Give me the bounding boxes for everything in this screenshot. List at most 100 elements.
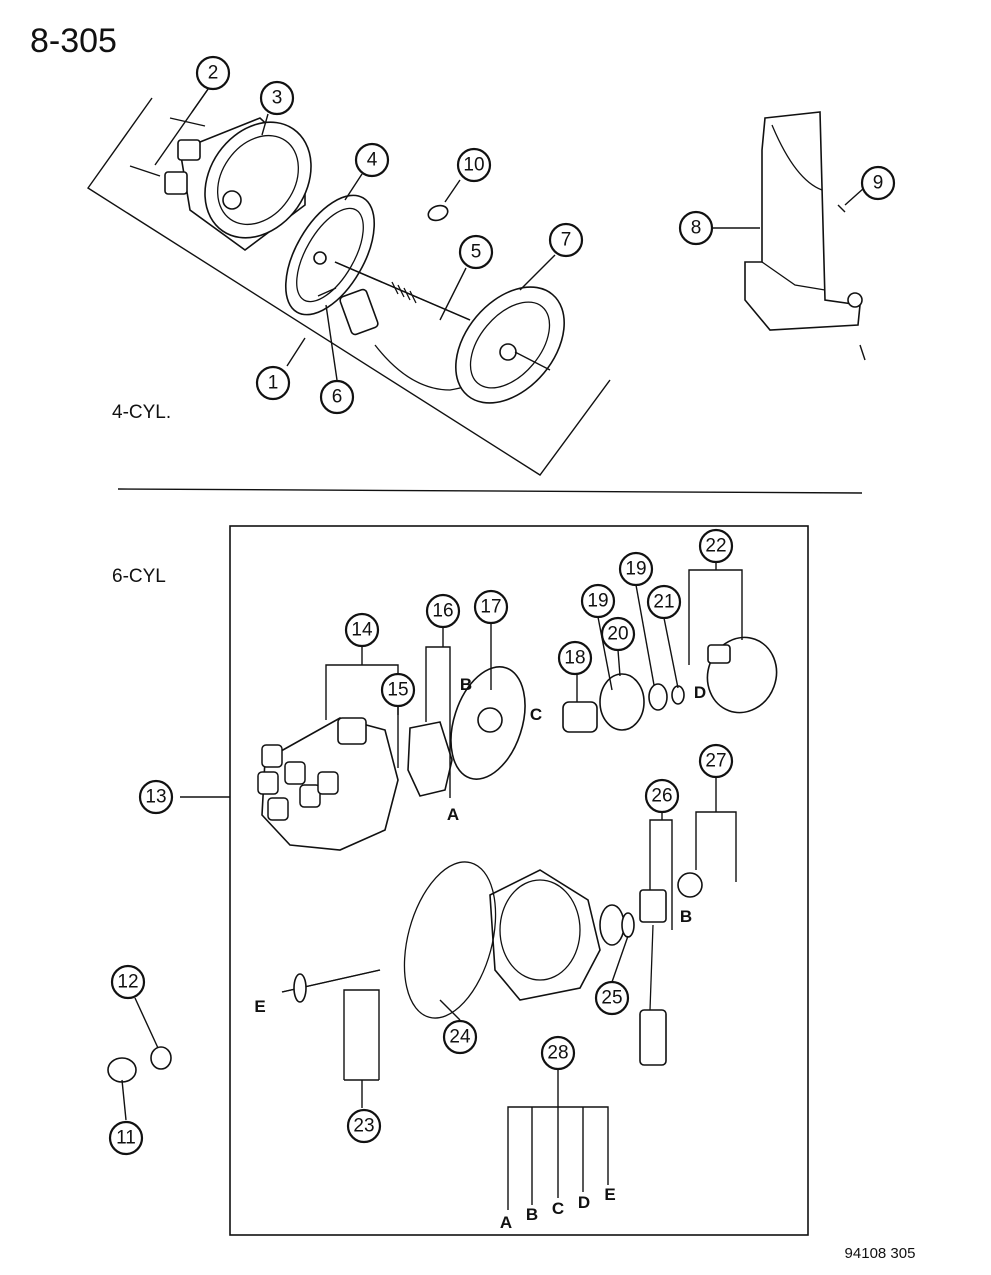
splash-shield [744, 111, 866, 361]
svg-text:8: 8 [691, 218, 702, 239]
washer-10 [427, 204, 449, 222]
svg-text:1: 1 [268, 373, 279, 394]
letter-c-legend: C [552, 1199, 564, 1218]
distributor-cap-4cyl [164, 117, 312, 251]
callout-27: 27 [698, 743, 734, 779]
callout-8: 8 [678, 210, 714, 246]
washer-12 [150, 1046, 172, 1070]
letter-b-legend: B [526, 1205, 538, 1224]
callout-14: 14 [344, 612, 380, 648]
letter-d-pickup: D [694, 683, 706, 702]
four-cyl-section: 4-CYL. [87, 81, 866, 476]
svg-text:25: 25 [601, 988, 622, 1009]
callout-18: 18 [557, 640, 593, 676]
label-6cyl: 6-CYL [112, 566, 166, 587]
callout-22: 22 [698, 528, 734, 564]
letter-b-sensor: B [680, 907, 692, 926]
six-cyl-section: 6-CYL [107, 525, 809, 1236]
svg-text:18: 18 [564, 648, 585, 669]
letter-e-legend: E [604, 1185, 615, 1204]
letter-d-legend: D [578, 1193, 590, 1212]
callout-5: 5 [458, 234, 494, 270]
svg-text:16: 16 [432, 601, 453, 622]
letter-e-shaft: E [254, 997, 265, 1016]
svg-text:9: 9 [873, 173, 884, 194]
svg-text:28: 28 [547, 1043, 568, 1064]
callout-11: 11 [108, 1120, 144, 1156]
pickup-plate [284, 194, 376, 316]
callout-12: 12 [110, 964, 146, 1000]
svg-text:4: 4 [367, 150, 378, 171]
svg-text:21: 21 [653, 592, 674, 613]
callout-25: 25 [594, 980, 630, 1016]
rotor [407, 721, 453, 797]
callout-4: 4 [354, 142, 390, 178]
callout-9: 9 [860, 165, 896, 201]
figure-number: 94108 305 [845, 1245, 916, 1262]
svg-text:14: 14 [351, 620, 373, 641]
callout-10: 10 [456, 147, 492, 183]
svg-text:2: 2 [208, 63, 219, 84]
letter-a-legend: A [500, 1213, 512, 1232]
svg-text:19: 19 [587, 591, 608, 612]
callout-20: 20 [600, 616, 636, 652]
svg-text:23: 23 [353, 1116, 374, 1137]
spacer-20 [599, 673, 645, 731]
svg-text:7: 7 [561, 230, 572, 251]
label-4cyl: 4-CYL. [112, 402, 171, 423]
svg-text:20: 20 [607, 624, 628, 645]
distributor-housing-4cyl [455, 286, 565, 404]
callout-7: 7 [548, 222, 584, 258]
page-ref: 8-305 [30, 22, 117, 60]
callout-2: 2 [195, 55, 231, 91]
connection-letters: A B C D E B B D A C E [254, 675, 706, 1232]
letter-a-rotor: A [447, 805, 459, 824]
callout-17: 17 [473, 589, 509, 625]
callout-19-a: 19 [580, 583, 616, 619]
tone-wheel [677, 872, 703, 898]
camshaft-sensor [639, 889, 667, 1066]
washer-21 [671, 685, 685, 705]
hall-plate [450, 666, 526, 780]
callout-26: 26 [644, 778, 680, 814]
o-ring [403, 861, 497, 1019]
callout-19-b: 19 [618, 551, 654, 587]
svg-text:24: 24 [449, 1027, 471, 1048]
svg-text:12: 12 [117, 972, 138, 993]
distributor-cap-6cyl [257, 717, 399, 851]
distributor-shaft [334, 261, 471, 321]
svg-text:13: 13 [145, 787, 166, 808]
callout-23: 23 [346, 1108, 382, 1144]
callout-24: 24 [442, 1019, 478, 1055]
callout-13: 13 [138, 779, 174, 815]
svg-text:10: 10 [463, 155, 484, 176]
seal-19 [648, 683, 668, 711]
svg-text:3: 3 [272, 88, 283, 109]
svg-text:27: 27 [705, 751, 726, 772]
callout-1: 1 [255, 365, 291, 401]
callout-6: 6 [319, 379, 355, 415]
svg-text:26: 26 [651, 786, 672, 807]
callout-21: 21 [646, 584, 682, 620]
drive-shaft [281, 969, 381, 1003]
pickup-sensor [339, 288, 491, 391]
sleeve-18 [562, 701, 598, 733]
distributor-housing-6cyl [489, 869, 635, 1001]
callout-3: 3 [259, 80, 295, 116]
callout-15: 15 [380, 672, 416, 708]
letter-b-upper: B [460, 675, 472, 694]
svg-text:15: 15 [387, 680, 408, 701]
nut-11 [107, 1057, 137, 1083]
svg-text:11: 11 [116, 1128, 136, 1149]
letter-c-shaft: C [530, 705, 542, 724]
svg-text:17: 17 [480, 597, 501, 618]
svg-text:22: 22 [705, 536, 726, 557]
callout-16: 16 [425, 593, 461, 629]
svg-text:19: 19 [625, 559, 646, 580]
pickup-assembly [706, 636, 778, 714]
section-divider [117, 488, 863, 494]
callout-28: 28 [540, 1035, 576, 1071]
svg-text:5: 5 [471, 242, 482, 263]
svg-text:6: 6 [332, 387, 343, 408]
